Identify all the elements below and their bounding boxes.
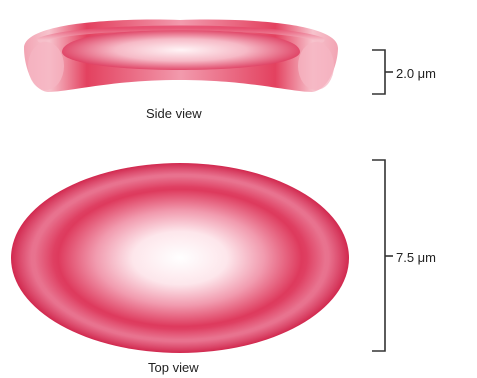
side-view-cell bbox=[24, 20, 338, 92]
top-view-caption: Top view bbox=[148, 360, 199, 375]
side-view-thickness-label: 2.0 μm bbox=[396, 66, 436, 81]
side-view-caption: Side view bbox=[146, 106, 202, 121]
top-view-diameter-bracket bbox=[372, 160, 393, 351]
side-view-height-bracket bbox=[372, 50, 393, 94]
top-view-diameter-label: 7.5 μm bbox=[396, 250, 436, 265]
top-view-cell bbox=[11, 163, 349, 353]
